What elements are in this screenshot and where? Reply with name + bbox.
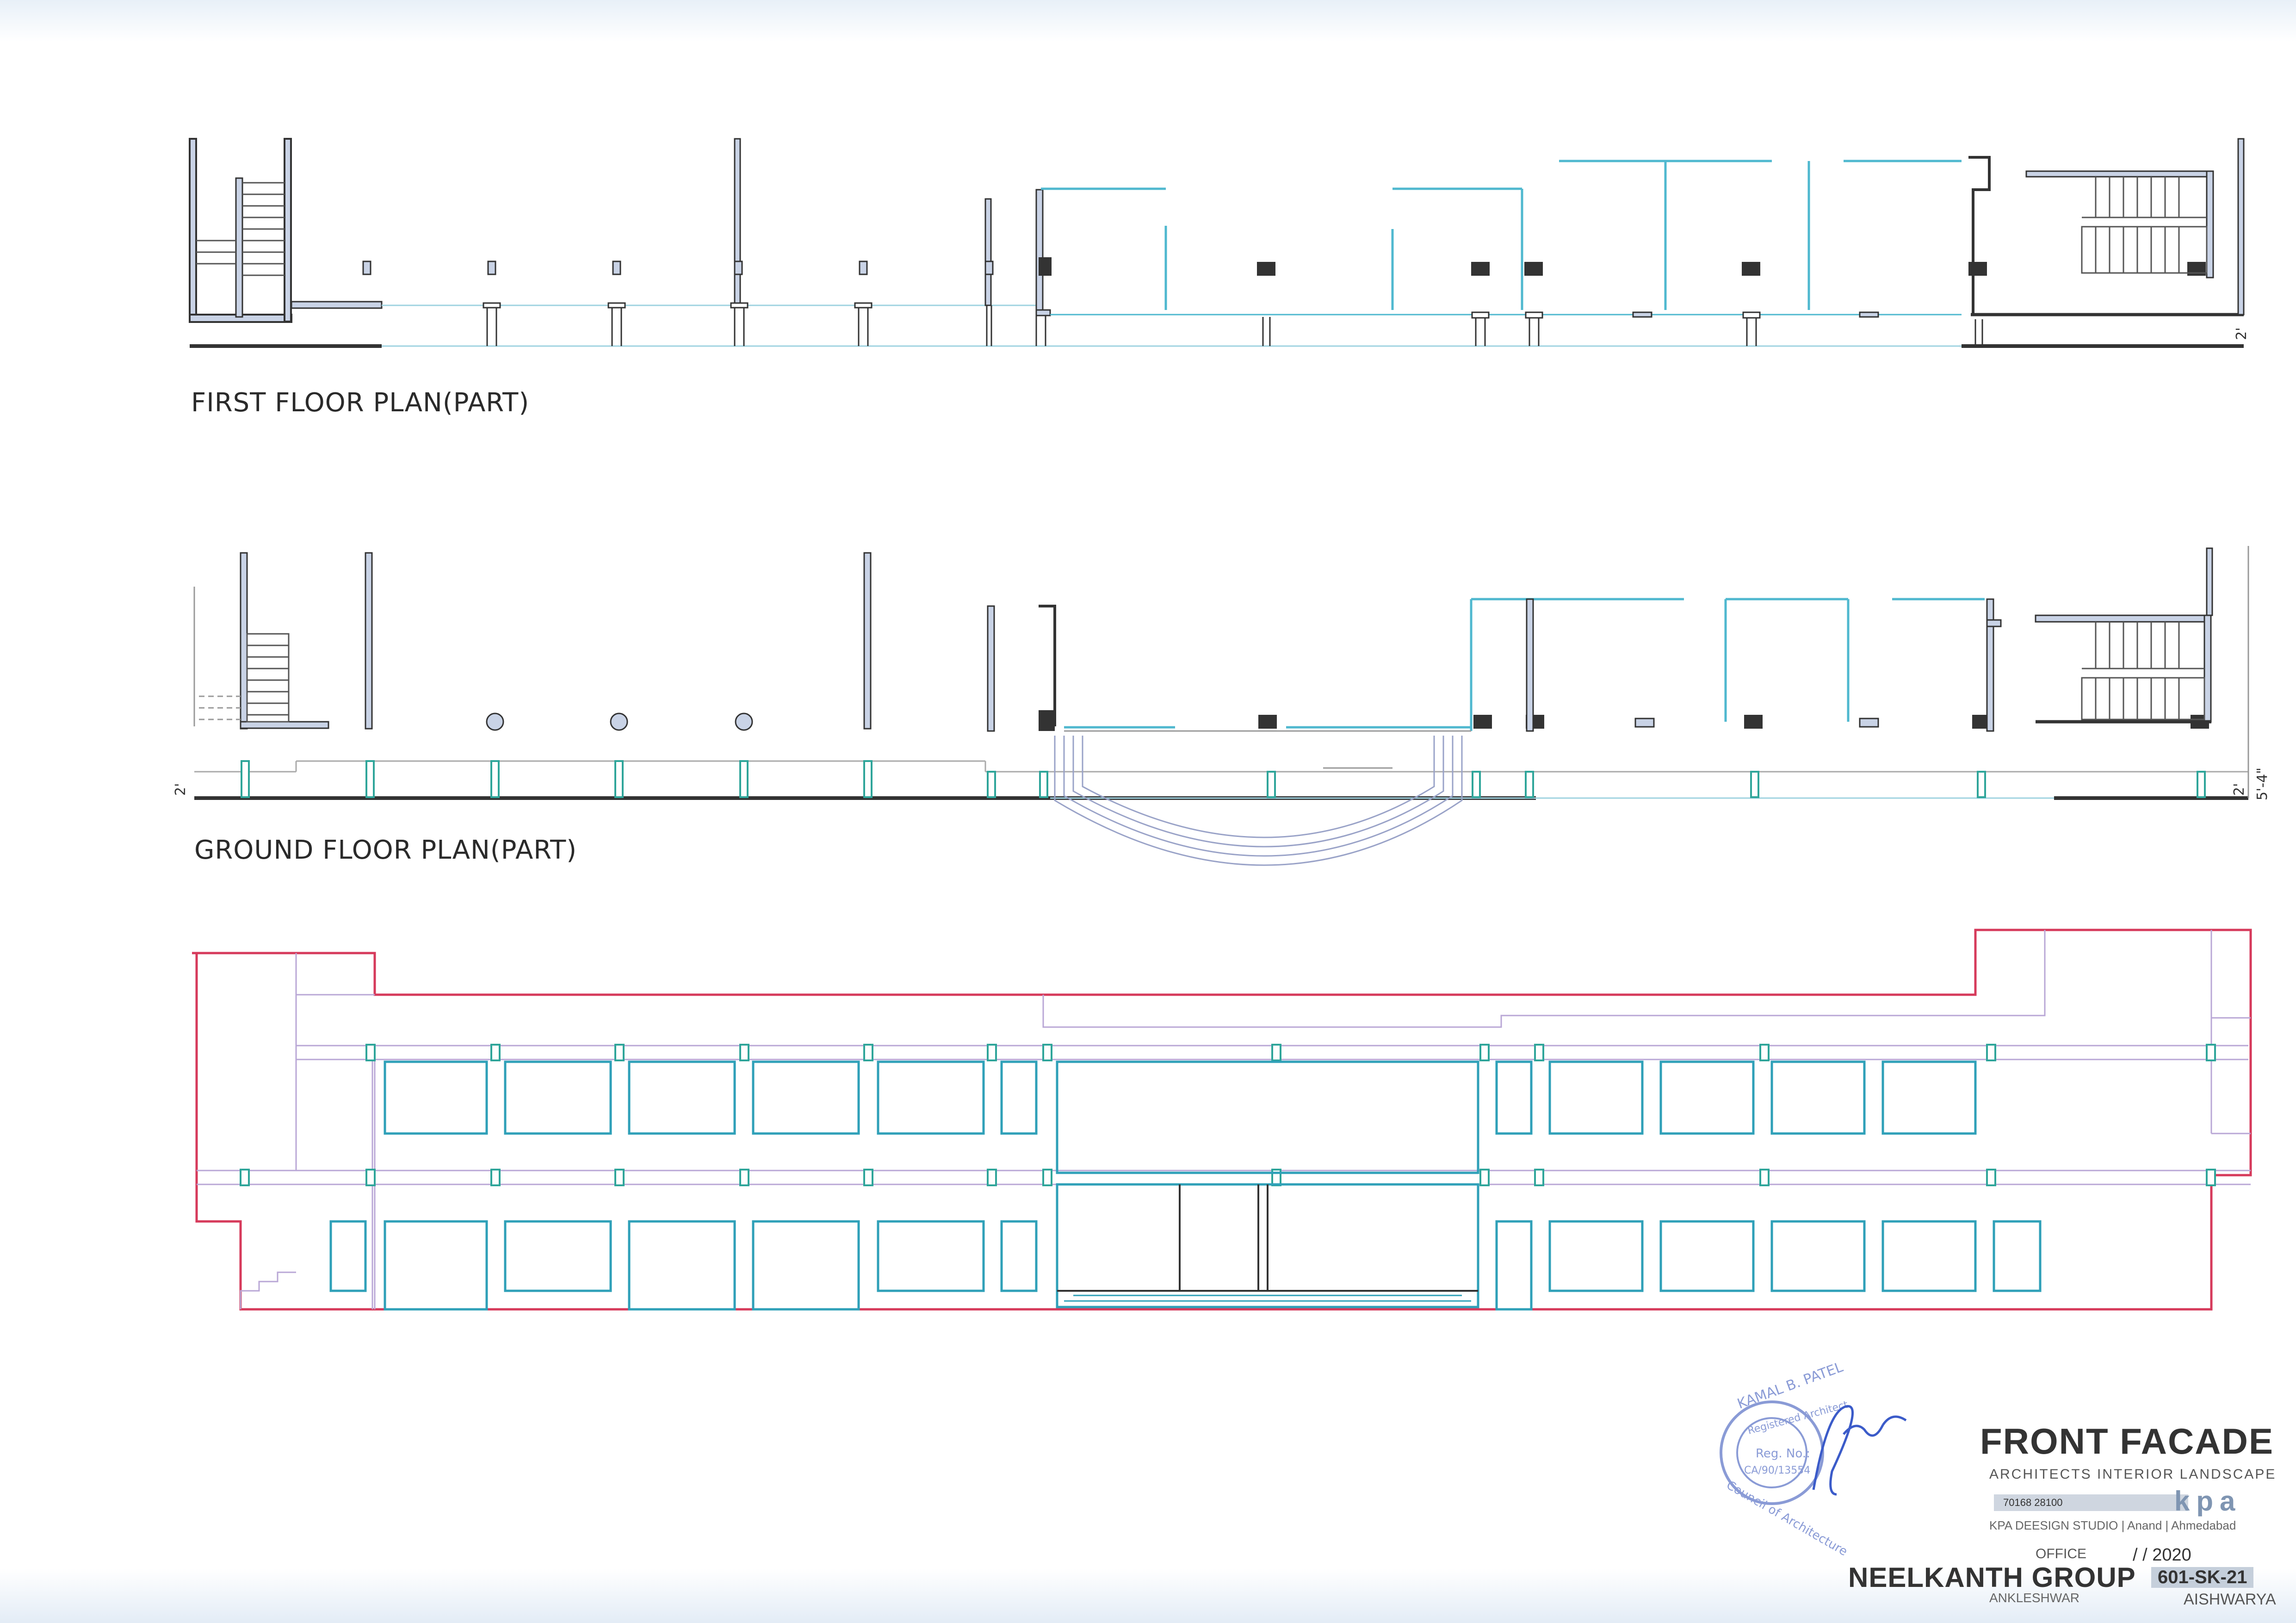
firm-disciplines: ARCHITECTS INTERIOR LANDSCAPE [1989, 1467, 2277, 1482]
ground-floor-caption: GROUND FLOOR PLAN(PART) [194, 835, 577, 865]
kpa-logo: kpa [2174, 1486, 2242, 1517]
ground-floor-plan: 2' 2' 5'-4" [173, 546, 2271, 866]
firm-phone: 70168 28100 [1994, 1494, 2188, 1511]
drawing-title: FRONT FACADE [1980, 1421, 2274, 1462]
signature-icon [1812, 1405, 1907, 1496]
dimension-ground-right-b: 5'-4" [2254, 768, 2271, 800]
project-name: AISHWARYA [2184, 1591, 2276, 1608]
location: ANKLESHWAR [1989, 1591, 2080, 1605]
scan-band-top [0, 0, 2296, 42]
first-floor-plan: 2' [189, 138, 2250, 348]
office-label: OFFICE [2036, 1546, 2086, 1561]
sheet-code: 601-SK-21 [2151, 1567, 2254, 1588]
stamp-reg-label: Reg. No.: [1756, 1447, 1810, 1461]
dimension-first-floor: 2' [2234, 328, 2250, 340]
architect-seal-stamp: Reg. No.: CA/90/13554 KAMAL B. PATEL Reg… [1720, 1359, 1907, 1559]
scan-band-bottom [0, 1568, 2296, 1623]
dimension-ground-left: 2' [173, 783, 189, 796]
front-facade-elevation [192, 929, 2252, 1311]
dimension-ground-right-a: 2' [2231, 783, 2247, 796]
stamp-reg-value: CA/90/13554 [1744, 1465, 1810, 1476]
studio-name: KPA DEESIGN STUDIO | Anand | Ahmedabad [1989, 1518, 2236, 1532]
first-floor-caption: FIRST FLOOR PLAN(PART) [191, 388, 530, 418]
drawing-date: / / 2020 [2133, 1545, 2191, 1565]
client-name: NEELKANTH GROUP [1848, 1562, 2136, 1593]
